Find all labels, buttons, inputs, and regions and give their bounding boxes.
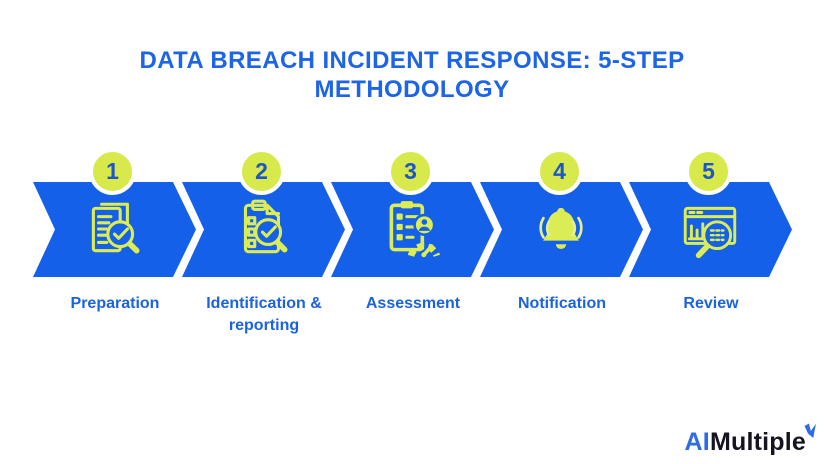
step-2: 2 Identification & reporting <box>182 148 345 348</box>
step-5-number-badge: 5 <box>685 148 732 195</box>
step-4-label: Notification <box>518 295 606 312</box>
step-3-number-badge: 3 <box>387 148 434 195</box>
step-1-number: 1 <box>106 158 119 184</box>
step-5-number: 5 <box>702 158 715 184</box>
aimultiple-logo: AIMultiple <box>684 423 816 457</box>
step-2-number-badge: 2 <box>238 148 285 195</box>
logo-multiple-text: Multiple <box>709 428 806 456</box>
logo-ai-text: AI <box>684 428 710 456</box>
bell-icon <box>528 196 594 262</box>
step-3-number: 3 <box>404 158 417 184</box>
page-title-line1: DATA BREACH INCIDENT RESPONSE: 5-STEP <box>139 47 685 74</box>
step-1-label: Preparation <box>70 295 160 312</box>
step-4-number: 4 <box>553 158 566 184</box>
document-check-search-icon <box>81 196 147 262</box>
step-4-number-badge: 4 <box>536 148 583 195</box>
page-title-line2: METHODOLOGY <box>314 76 510 104</box>
step-2-label: Identification & reporting <box>206 295 322 335</box>
step-4: 4 Notification <box>480 148 643 348</box>
logo-check-mark-icon <box>804 423 816 438</box>
step-3-arrow-shape <box>331 182 494 277</box>
step-3: 3 <box>331 148 494 348</box>
page-title: DATA BREACH INCIDENT RESPONSE: 5-STEP ME… <box>0 46 824 105</box>
clipboard-check-search-icon <box>230 196 296 262</box>
step-1-number-badge: 1 <box>89 148 136 195</box>
step-1: 1 Preparation <box>33 148 196 348</box>
analytics-search-icon <box>677 196 743 262</box>
step-5-label: Review <box>683 295 739 312</box>
step-5: 5 Review <box>629 148 792 348</box>
clipboard-person-gauge-icon <box>379 196 445 262</box>
step-3-label: Assessment <box>365 295 461 312</box>
step-2-number: 2 <box>255 158 268 184</box>
